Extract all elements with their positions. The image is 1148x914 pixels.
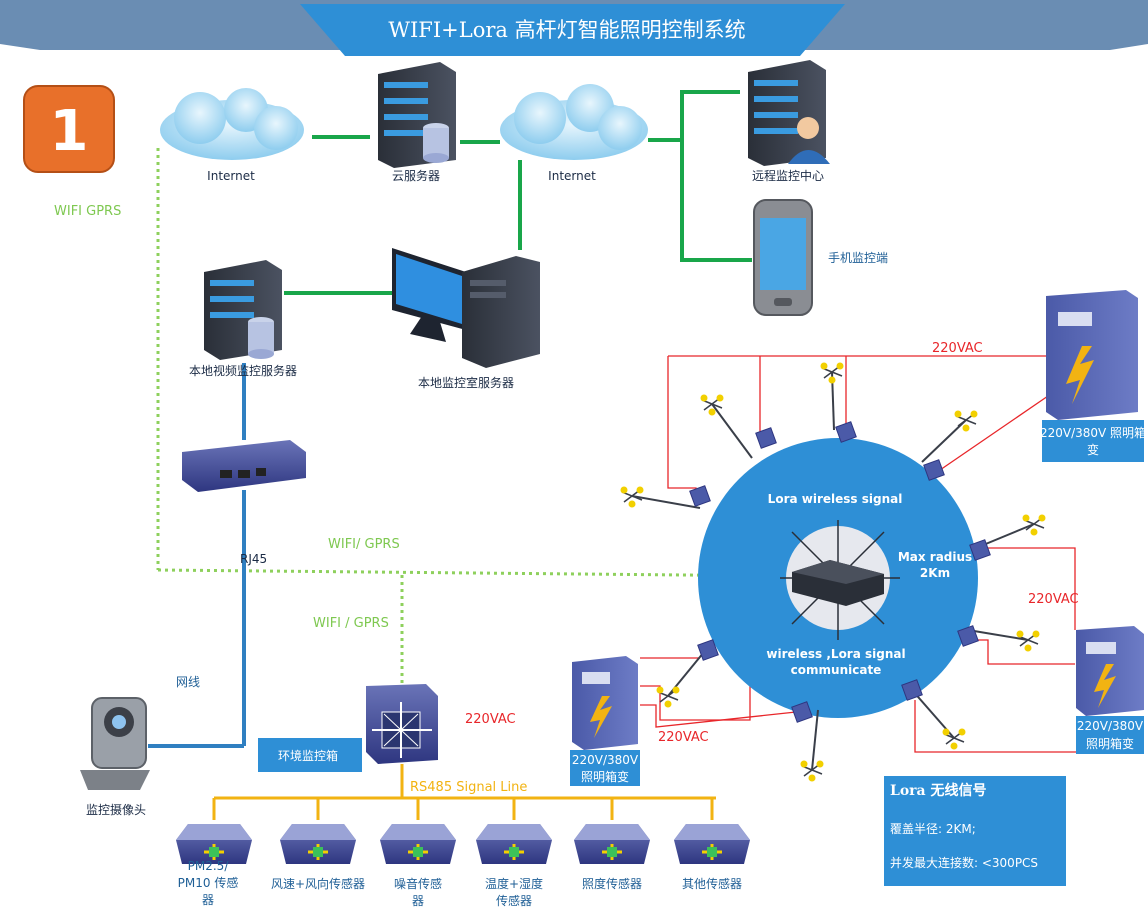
wireless-dotted-lines: [156, 148, 791, 684]
internet-label-left: Internet: [207, 169, 255, 183]
sensor-label-line: PM10 传感: [178, 875, 239, 890]
transformer-mid: 220V/380V 照明箱变: [570, 656, 640, 786]
network-links: [284, 90, 752, 295]
sensor-label-line: PM2.5/: [188, 859, 230, 873]
sensor-node: 风速+风向传感器: [271, 824, 365, 891]
rj45-label: RJ45: [240, 552, 267, 566]
camera-icon: [80, 697, 150, 790]
transformer-mid-label-2: 照明箱变: [581, 769, 629, 784]
vac-left1-label: 220VAC: [465, 712, 516, 727]
badge-number: 1: [50, 99, 89, 164]
wireless-comm-label-2: communicate: [791, 663, 882, 677]
transformer-mid-label-1: 220V/380V: [572, 753, 639, 767]
wireless-comm-label-1: wireless ,Lora signal: [766, 647, 905, 661]
vac-left2-label: 220VAC: [658, 730, 709, 745]
lamp-group: [620, 362, 1046, 782]
remote-center-label: 远程监控中心: [752, 168, 824, 183]
step-badge: 1: [23, 85, 115, 173]
env-box-tag: 环境监控箱: [258, 738, 362, 772]
router-icon: [182, 440, 306, 492]
remote-center-icon: [748, 60, 830, 166]
wifi-gprs-top-label: WIFI GPRS: [54, 204, 121, 219]
sensor-label-line: 噪音传感: [394, 876, 442, 891]
sensor-label-line: 温度+湿度: [485, 876, 543, 891]
lora-box-title: Lora 无线信号: [890, 782, 987, 799]
local-room-label: 本地监控室服务器: [418, 375, 514, 390]
env-box-label: 环境监控箱: [278, 748, 338, 763]
mobile-label: 手机监控端: [828, 251, 888, 265]
max-radius-label-2: 2Km: [920, 566, 950, 580]
internet-cloud-right: Internet: [500, 84, 648, 183]
lora-signal-label: Lora wireless signal: [768, 492, 903, 506]
lora-box-line2: 并发最大连接数: <300PCS: [890, 855, 1038, 870]
street-lamp: [969, 514, 1046, 561]
local-room-server-icon: [392, 248, 540, 368]
sensor-label-line: 照度传感器: [582, 876, 642, 891]
env-box-icon: [366, 684, 438, 764]
sensor-label-line: 其他传感器: [682, 876, 742, 891]
sensor-label-line: 风速+风向传感器: [271, 876, 365, 891]
street-lamp: [791, 701, 824, 782]
internet-label-right: Internet: [548, 169, 596, 183]
sensor-label-line: 传感器: [496, 893, 532, 908]
street-lamp: [620, 485, 711, 509]
mobile-phone-icon: [753, 199, 813, 316]
rs485-label: RS485 Signal Line: [410, 780, 527, 795]
transformer-top-label-2: 变: [1087, 442, 1099, 457]
local-video-server-icon: [204, 260, 282, 360]
sensor-row: PM2.5/PM10 传感器风速+风向传感器噪音传感器温度+湿度传感器照度传感器…: [176, 824, 750, 908]
title-banner: WIFI+Lora 高杆灯智能照明控制系统: [0, 0, 1148, 56]
lora-box-line1: 覆盖半径: 2KM;: [890, 822, 976, 836]
street-lamp: [656, 639, 719, 708]
page-title: WIFI+Lora 高杆灯智能照明控制系统: [388, 18, 745, 42]
internet-cloud-left: Internet: [160, 88, 304, 183]
rj45-cables: [148, 363, 246, 748]
transformer-top: 220V/380V 照明箱 变: [1040, 290, 1146, 462]
transformer-right-label-1: 220V/380V: [1077, 719, 1144, 733]
street-lamp: [901, 679, 966, 750]
sensor-node: 照度传感器: [574, 824, 650, 891]
rs485-bus: [212, 764, 716, 820]
sensor-label-line: 器: [202, 893, 214, 907]
transformer-right-label-2: 照明箱变: [1086, 736, 1134, 751]
transformer-right: 220V/380V 照明箱变: [1076, 626, 1144, 754]
vac-top-label: 220VAC: [932, 341, 983, 356]
sensor-node: 其他传感器: [674, 824, 750, 891]
camera-label: 监控摄像头: [86, 802, 146, 817]
street-lamp: [820, 362, 857, 443]
lora-info-box: Lora 无线信号 覆盖半径: 2KM; 并发最大连接数: <300PCS: [884, 776, 1066, 886]
sensor-node: PM2.5/PM10 传感器: [176, 824, 252, 907]
cloud-server-icon: [378, 62, 456, 168]
wifi-gprs-low-label: WIFI / GPRS: [313, 616, 389, 631]
street-lamp: [957, 625, 1040, 652]
vac-right-label: 220VAC: [1028, 592, 1079, 607]
cloud-server-label: 云服务器: [392, 168, 440, 183]
wifi-gprs-mid-label: WIFI/ GPRS: [328, 537, 400, 552]
lora-coverage-circle: Lora wireless signal Max radius 2Km wire…: [698, 438, 978, 718]
local-video-label: 本地视频监控服务器: [189, 363, 297, 378]
street-lamp: [921, 410, 978, 481]
max-radius-label-1: Max radius: [898, 550, 972, 564]
street-lamp: [700, 394, 777, 459]
network-cable-label: 网线: [176, 675, 200, 689]
transformer-top-label-1: 220V/380V 照明箱: [1040, 425, 1146, 440]
sensor-label-line: 器: [412, 894, 424, 908]
